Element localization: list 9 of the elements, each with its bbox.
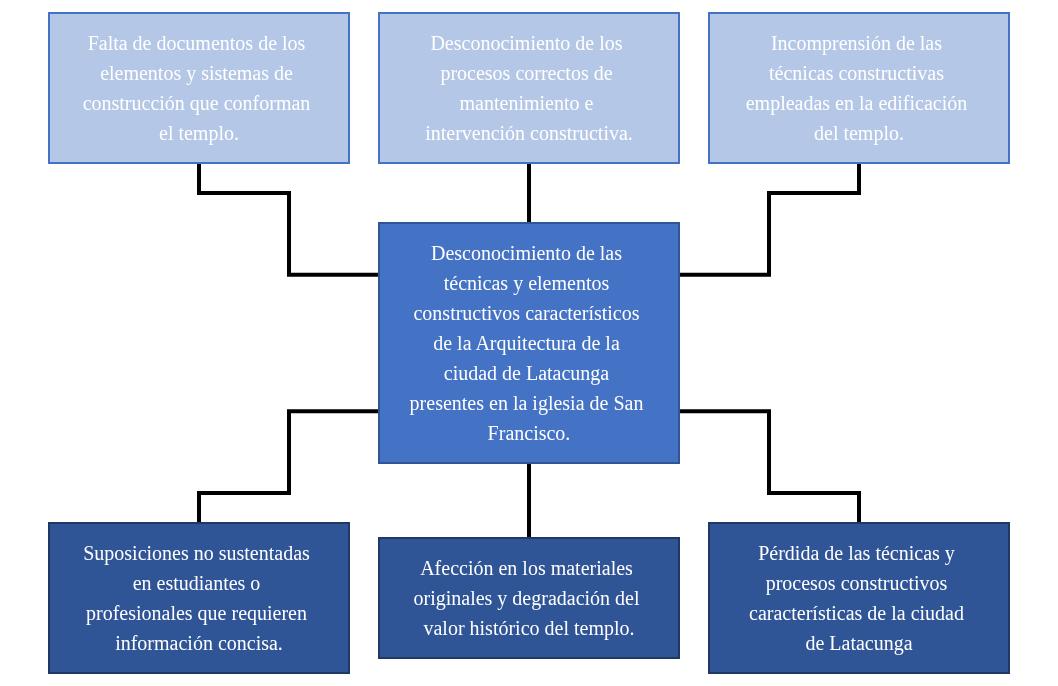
node-box: Afección en los materiales originales y degradación del valor histórico del templo.: [378, 537, 680, 659]
node-box: Desconocimiento de los procesos correctos de mantenimiento e intervención constructiva.: [378, 12, 680, 164]
node-box: Desconocimiento de las técnicas y elementos constructivos característicos de la Arquitectura de la ciudad de Latacunga presentes en la iglesia de San Francisco.: [378, 222, 680, 464]
node-box: Incomprensión de las técnicas constructivas empleadas en la edificación del templo.: [708, 12, 1010, 164]
node-box: Pérdida de las técnicas y procesos constructivos características de la ciudad de Latacunga: [708, 522, 1010, 674]
connector: [679, 409, 861, 525]
node-box: Suposiciones no sustentadas en estudiantes o profesionales que requieren información concisa.: [48, 522, 350, 674]
node-box: Falta de documentos de los elementos y sistemas de construcción que conforman el templo.: [48, 12, 350, 164]
connector: [197, 409, 379, 525]
